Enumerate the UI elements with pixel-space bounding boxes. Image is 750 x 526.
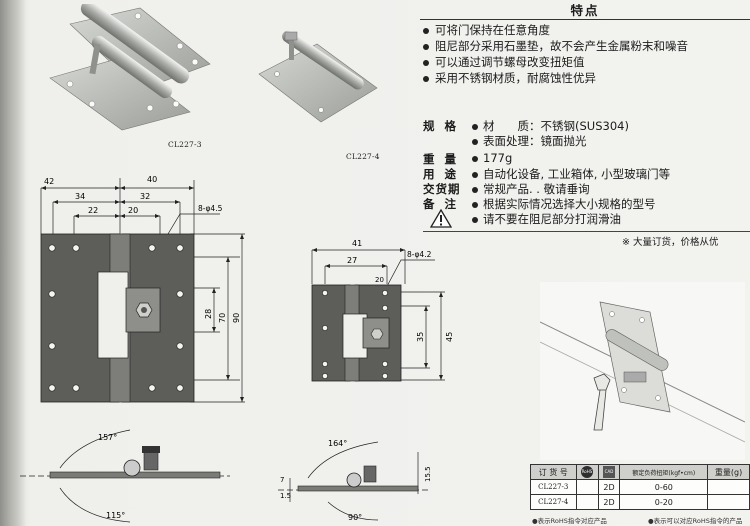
features-title: 特点	[570, 3, 600, 18]
row-weight	[707, 494, 750, 510]
dim-42: 42	[44, 177, 54, 186]
bullet-icon	[472, 171, 478, 178]
drawing-small-side: 164° 90° 7 1.5 15.5	[278, 439, 432, 522]
feature-item-2: 阻尼部分采用石墨垫，故不会产生金属粉末和噪音	[423, 38, 688, 54]
application-photo	[540, 282, 745, 460]
spec-delivery: 常规产品. . 敬请垂询	[472, 181, 590, 197]
spec-material: 材 质：不锈钢(SUS304)	[472, 118, 629, 134]
dim-34: 34	[75, 192, 85, 201]
warning-triangle-icon	[430, 209, 452, 228]
row-torque: 0-20	[619, 494, 709, 510]
row-rohs	[575, 494, 599, 510]
dim-45: 45	[445, 332, 454, 342]
dim-28: 28	[204, 309, 213, 319]
bullet-icon	[472, 155, 478, 162]
col-order-no: 订 货 号	[530, 464, 577, 480]
dim-22: 22	[88, 206, 98, 215]
bullet-icon	[472, 216, 478, 223]
feature-item-4: 采用不锈钢材质，耐腐蚀性优异	[423, 70, 596, 86]
features-divider	[420, 19, 750, 20]
dim-hole-large: 8-φ4.5	[198, 204, 223, 213]
dim-20: 20	[128, 206, 138, 215]
caption-small-model: CL227-4	[346, 152, 380, 161]
table-row: CL227-4 2D 0-20	[530, 494, 750, 510]
dim-hole-small: 8-φ4.2	[407, 250, 432, 259]
bullet-icon	[472, 186, 478, 193]
col-torque: 额定负荷扭矩(kgf•cm)	[619, 464, 709, 480]
delivery-label: 交货期	[423, 182, 461, 196]
spec-divider	[423, 231, 750, 232]
dim-70: 70	[218, 313, 227, 323]
row-weight	[707, 479, 750, 495]
hinge-photo-small	[258, 30, 378, 123]
use-label: 用 途	[423, 167, 460, 181]
dim-27: 27	[347, 256, 357, 265]
row-rohs	[575, 479, 599, 495]
dim-32: 32	[140, 192, 150, 201]
dim-15-5: 15.5	[424, 466, 432, 482]
drawing-large-side: 157° 115°	[20, 429, 230, 523]
drawing-small-front: 41 27 20 8-φ4.2 35 45	[311, 239, 454, 382]
bullet-icon	[472, 123, 478, 130]
feature-item-3: 可以通过调节螺母改变扭矩值	[423, 54, 585, 70]
row-code: CL227-3	[530, 479, 577, 495]
row-cad: 2D	[597, 494, 621, 510]
dim-41: 41	[352, 239, 362, 248]
bullet-icon	[423, 59, 429, 66]
weight-label: 重 量	[423, 152, 460, 166]
dim-40: 40	[147, 175, 157, 184]
row-torque: 0-60	[619, 479, 709, 495]
feature-item-1: 可将门保持在任意角度	[423, 22, 550, 38]
book-spine-shadow	[0, 0, 26, 526]
angle-157: 157°	[98, 433, 117, 442]
dim-7: 7	[280, 476, 284, 484]
order-table-header: 订 货 号 RoHS CAD 额定负荷扭矩(kgf•cm) 重量(g)	[530, 464, 750, 480]
order-table: 订 货 号 RoHS CAD 额定负荷扭矩(kgf•cm) 重量(g) CL22…	[530, 464, 750, 510]
angle-115: 115°	[106, 511, 125, 520]
dim-1-5: 1.5	[280, 492, 291, 500]
drawing-large-front: 42 40 34 32 22 20 8-φ4.5 28 70 90	[40, 175, 245, 403]
spec-surface: 表面处理：镜面抛光	[472, 133, 587, 149]
cad-badge-icon: CAD	[602, 466, 615, 478]
table-row: CL227-3 2D 0-60	[530, 479, 750, 495]
bullet-icon	[423, 43, 429, 50]
caption-large-model: CL227-3	[168, 140, 202, 149]
angle-164: 164°	[328, 439, 347, 448]
bullet-icon	[423, 27, 429, 34]
row-cad: 2D	[597, 479, 621, 495]
dim-35: 35	[416, 332, 425, 342]
footnote-rohs-left: ●表示RoHS指令对应产品	[532, 517, 607, 525]
spec-use: 自动化设备, 工业箱体, 小型玻璃门等	[472, 166, 670, 182]
dim-20-small: 20	[375, 276, 384, 284]
bullet-icon	[423, 75, 429, 82]
col-rohs: RoHS	[575, 464, 599, 480]
spec-label: 规 格	[423, 119, 460, 133]
row-code: CL227-4	[530, 494, 577, 510]
bullet-icon	[472, 138, 478, 145]
col-cad: CAD	[597, 464, 621, 480]
angle-90: 90°	[348, 513, 362, 522]
col-weight: 重量(g)	[707, 464, 750, 480]
spec-remark-1: 根据实际情况选择大小规格的型号	[472, 196, 656, 212]
dim-90: 90	[232, 313, 241, 323]
remark-label: 备 注	[423, 197, 460, 211]
spec-remark-2: 请不要在阻尼部分打润滑油	[472, 211, 621, 227]
rohs-badge-icon: RoHS	[581, 466, 593, 478]
bulk-order-note: ※ 大量订货，价格从优	[622, 237, 719, 248]
footnote-rohs-right: ●表示可以对应RoHS指令的产品	[648, 517, 743, 525]
spec-weight: 177g	[472, 151, 512, 165]
bullet-icon	[472, 201, 478, 208]
hinge-photo-large	[49, 4, 211, 131]
